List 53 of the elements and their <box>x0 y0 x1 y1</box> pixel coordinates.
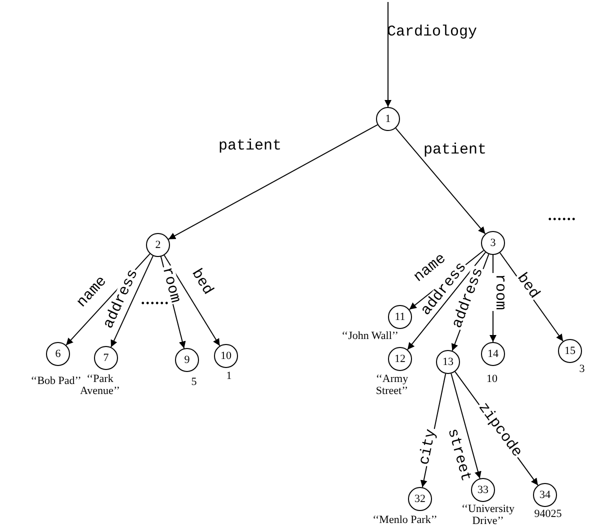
node-circle <box>214 344 238 368</box>
value-text: ‘‘Bob Pad’’ <box>30 375 82 387</box>
edge-label: room <box>492 273 508 311</box>
node-circle <box>46 342 70 366</box>
node-number: 10 <box>220 350 232 362</box>
value-text: 1 <box>226 370 232 382</box>
value-text: 3 <box>579 363 585 375</box>
node-circle <box>388 305 412 329</box>
arrow <box>450 373 482 479</box>
value-text: 94025 <box>534 508 562 520</box>
node-circle <box>146 233 170 257</box>
node-number: 7 <box>103 352 109 364</box>
value-text: 5 <box>191 376 197 388</box>
arrow <box>407 252 486 350</box>
node-number: 11 <box>394 312 406 322</box>
value-text: ‘‘Army Street’’ <box>374 373 410 397</box>
node-number: 6 <box>55 348 61 360</box>
value-text: ‘‘University Drive’’ <box>460 503 516 527</box>
node-number: 2 <box>155 240 161 250</box>
node-number: 33 <box>478 484 488 496</box>
arrow <box>164 254 220 346</box>
value-text: 10 <box>486 373 498 385</box>
value-text: ‘‘John Wall’’ <box>342 330 398 342</box>
node-circle <box>533 483 557 507</box>
node-number: 1 <box>385 114 391 124</box>
edge-label: patient <box>422 142 488 158</box>
arrow <box>168 124 378 240</box>
node-circle <box>481 231 505 255</box>
edge-label: patient <box>218 138 282 154</box>
node-number: 32 <box>414 494 426 504</box>
node-number: 12 <box>394 354 406 364</box>
arrow <box>395 128 486 234</box>
node-number: 14 <box>488 348 498 360</box>
node-number: 34 <box>540 490 550 500</box>
node-circle <box>408 487 432 511</box>
node-circle <box>481 342 505 366</box>
node-circle <box>376 107 400 131</box>
ellipsis-text: ...... <box>548 210 576 222</box>
arrow <box>384 2 392 108</box>
node-number: 9 <box>184 354 190 366</box>
arrow <box>110 255 154 348</box>
node-circle <box>175 348 199 372</box>
node-number: 3 <box>490 238 496 248</box>
node-circle <box>558 339 582 363</box>
node-circle <box>94 346 118 370</box>
edge-label: Cardiology <box>386 24 478 40</box>
node-circle <box>471 478 495 502</box>
node-circle <box>388 347 412 371</box>
node-number: 15 <box>564 346 576 356</box>
node-circle <box>436 350 460 374</box>
edge-label: city <box>416 426 440 468</box>
node-number: 13 <box>442 356 454 368</box>
value-text: ‘‘Menlo Park’’ <box>372 514 438 526</box>
